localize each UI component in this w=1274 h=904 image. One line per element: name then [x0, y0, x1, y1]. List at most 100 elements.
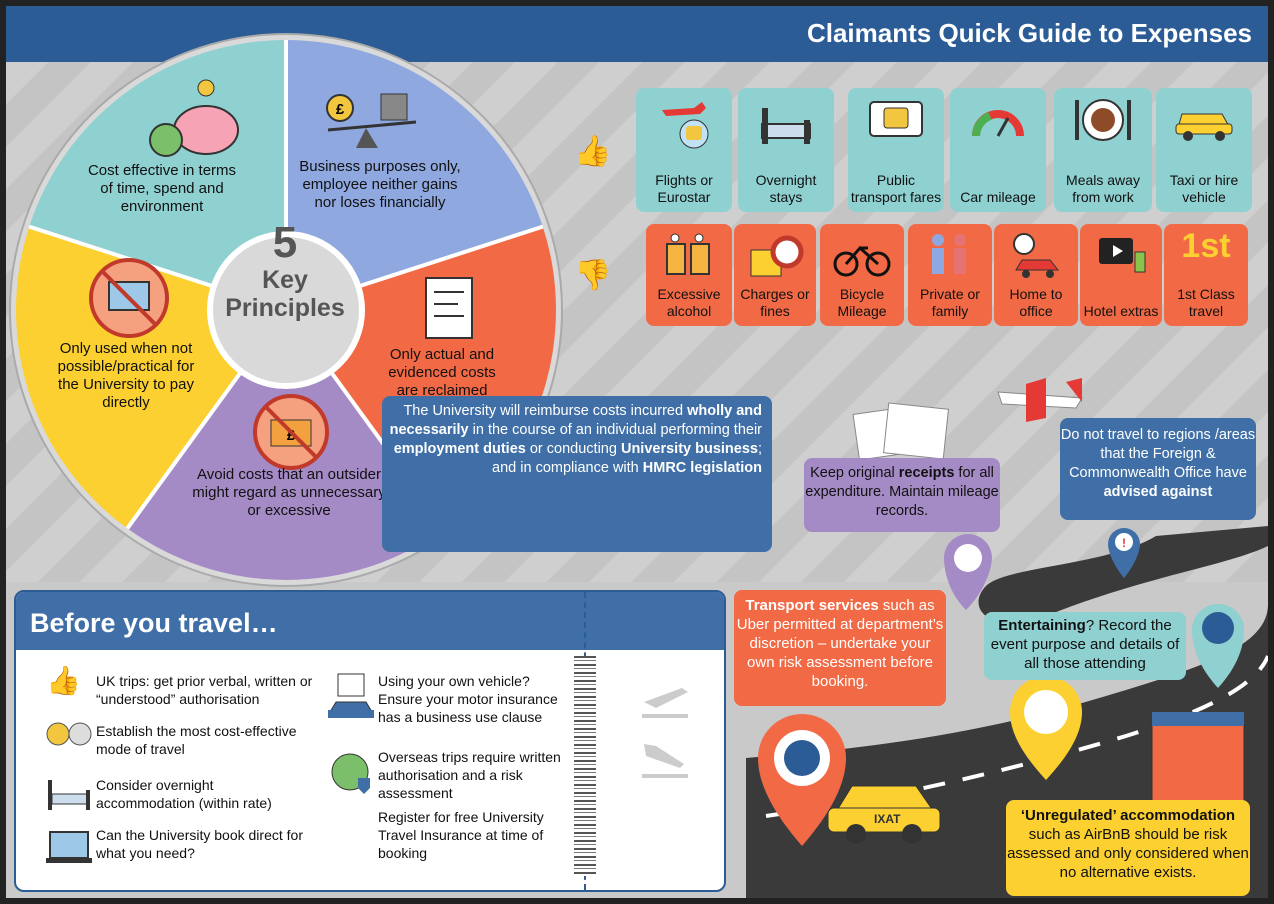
- scales-pound-icon: £: [326, 93, 417, 148]
- receipts-text-1: Keep original: [810, 465, 899, 481]
- bus-ticket-icon: [869, 101, 923, 137]
- excluded-bicycle: Bicycle Mileage: [820, 224, 904, 326]
- piggy-bank-icon: [149, 79, 239, 157]
- transport-bold: Transport services: [745, 597, 879, 614]
- uber-pin-icon: [758, 714, 846, 846]
- reimburse-text-4: ; and in compliance with: [492, 441, 762, 476]
- beer-mugs-icon: [666, 233, 710, 275]
- fco-warning: Do not travel to regions /areas that the…: [1060, 418, 1256, 520]
- allowed-overnight: Overnight stays: [738, 88, 834, 212]
- allowed-label: Taxi or hire vehicle: [1169, 172, 1239, 205]
- thumbs-down-icon: 👎: [574, 259, 612, 292]
- tip-overseas: Overseas trips require written authorisa…: [331, 748, 568, 802]
- allowed-taxi: Taxi or hire vehicle: [1156, 88, 1252, 212]
- excluded-label: Private or family: [920, 286, 980, 319]
- entertaining-note: Entertaining? Record the event purpose a…: [984, 612, 1186, 680]
- clock-car-icon: [1013, 233, 1060, 278]
- fco-bold: advised against: [1103, 484, 1213, 500]
- excluded-hotel-extras: Hotel extras: [1080, 224, 1162, 326]
- bed-small-icon: [48, 780, 90, 810]
- tip-text: Register for free University Travel Insu…: [378, 809, 544, 861]
- principle-pay-directly: Only used when not possible/practical fo…: [57, 340, 195, 411]
- thumbs-up-small-icon: 👍: [46, 665, 81, 696]
- excluded-first-class: 1st 1st Class travel: [1164, 224, 1248, 326]
- pound-glyph-2: £: [287, 427, 296, 444]
- no-laptop-booking-icon: [89, 258, 169, 338]
- family-icon: [932, 234, 966, 274]
- tip-text: Overseas trips require written authorisa…: [378, 749, 561, 801]
- taxi-icon: [1175, 113, 1233, 141]
- allowed-label: Car mileage: [960, 189, 1036, 205]
- reimburse-bold-4: HMRC legislation: [642, 460, 762, 476]
- excluded-fines: Charges or fines: [734, 224, 816, 326]
- tip-text: Using your own vehicle? Ensure your moto…: [378, 673, 558, 725]
- allowed-label: Flights or Eurostar: [655, 172, 713, 205]
- excluded-label: Charges or fines: [740, 286, 810, 319]
- tip-uk-trips: 👍 UK trips: get prior verbal, written or…: [46, 667, 316, 708]
- allowed-label: Meals away from work: [1066, 172, 1140, 205]
- allowed-car-mileage: Car mileage: [950, 88, 1046, 212]
- principle-cost-effective: Cost effective in terms of time, spend a…: [87, 162, 237, 215]
- reimburse-bold-1: wholly and necessarily: [389, 403, 762, 438]
- coins-icon: [46, 722, 92, 746]
- tv-minibar-icon: [1099, 238, 1146, 273]
- plate-cutlery-icon: [1075, 99, 1131, 141]
- pound-glyph-1: £: [336, 101, 345, 118]
- thumbs-up-icon: 👍: [574, 135, 612, 168]
- reimburse-text-2: in the course of an individual performin…: [468, 422, 762, 438]
- excluded-label: Hotel extras: [1083, 303, 1159, 319]
- fine-ticket-icon: [750, 235, 804, 277]
- receipts-note: Keep original receipts for all expenditu…: [804, 458, 1000, 532]
- excluded-home-office: Home to office: [994, 224, 1078, 326]
- tip-university-book: Can the University book direct for what …: [46, 826, 316, 863]
- cutlery-pin-icon: [1192, 604, 1244, 688]
- page-title: Claimants Quick Guide to Expenses: [806, 18, 1252, 48]
- reimburse-text-3: or conducting: [525, 441, 621, 457]
- taxi-sign: IXAT: [874, 812, 901, 826]
- tip-insurance: Register for free University Travel Insu…: [378, 808, 568, 862]
- tip-text: Consider overnight accommodation (within…: [96, 777, 272, 811]
- bed-icon: [761, 108, 811, 144]
- before-you-travel-panel: Before you travel… 👍 UK trips: get prior…: [14, 590, 726, 892]
- transport-text: such as Uber permitted at department’s d…: [736, 597, 944, 690]
- plane-train-icon: [662, 102, 709, 149]
- allowed-label: Overnight stays: [755, 172, 817, 205]
- globe-shield-icon: [331, 753, 370, 794]
- excluded-label: Excessive alcohol: [657, 286, 721, 319]
- no-burning-money-icon: £: [253, 394, 329, 470]
- allowed-public-transport: Public transport fares: [848, 88, 944, 212]
- excluded-label: Home to office: [1009, 286, 1063, 319]
- transport-services-note: Transport services such as Uber permitte…: [734, 590, 946, 706]
- tip-own-vehicle: Using your own vehicle? Ensure your moto…: [328, 672, 568, 726]
- speedometer-icon: [972, 110, 1024, 137]
- excluded-label: 1st Class travel: [1177, 286, 1235, 319]
- receipts-text-2: for all expenditure. Maintain mileage re…: [805, 465, 999, 519]
- tip-cost-effective: Establish the most cost-effective mode o…: [46, 722, 316, 758]
- first-class-badge: 1st: [1181, 227, 1231, 265]
- barcode-icon: [574, 656, 596, 876]
- bicycle-icon: [833, 245, 891, 277]
- excluded-alcohol: Excessive alcohol: [646, 224, 732, 326]
- receipt-icon: [425, 277, 473, 339]
- reimburse-statement: The University will reimburse costs incu…: [382, 396, 772, 552]
- tip-text: UK trips: get prior verbal, written or “…: [96, 673, 313, 707]
- before-you-travel-heading: Before you travel…: [16, 592, 596, 650]
- allowed-meals: Meals away from work: [1054, 88, 1152, 212]
- airbnb-pin-icon: [1010, 676, 1082, 780]
- segment-cost-effective: [29, 40, 286, 310]
- principle-avoid-costs: Avoid costs that an outsider might regar…: [192, 466, 386, 519]
- excluded-label: Bicycle Mileage: [837, 286, 887, 319]
- principles-wheel: £ £: [9, 33, 563, 587]
- fco-text: Do not travel to regions /areas that the…: [1060, 427, 1256, 481]
- insurance-car-icon: [328, 673, 374, 718]
- ticket-stub-header: [588, 592, 724, 650]
- unregulated-text: such as AirBnB should be risk assessed a…: [1007, 826, 1249, 881]
- departure-arrival-icons: [642, 688, 688, 778]
- entertaining-bold: Entertaining: [998, 617, 1086, 634]
- reimburse-bold-3: University business: [620, 441, 758, 457]
- principle-business-purposes: Business purposes only, employee neither…: [299, 158, 461, 211]
- tip-overnight: Consider overnight accommodation (within…: [48, 776, 316, 812]
- tip-text: Establish the most cost-effective mode o…: [96, 723, 297, 757]
- excluded-private: Private or family: [908, 224, 992, 326]
